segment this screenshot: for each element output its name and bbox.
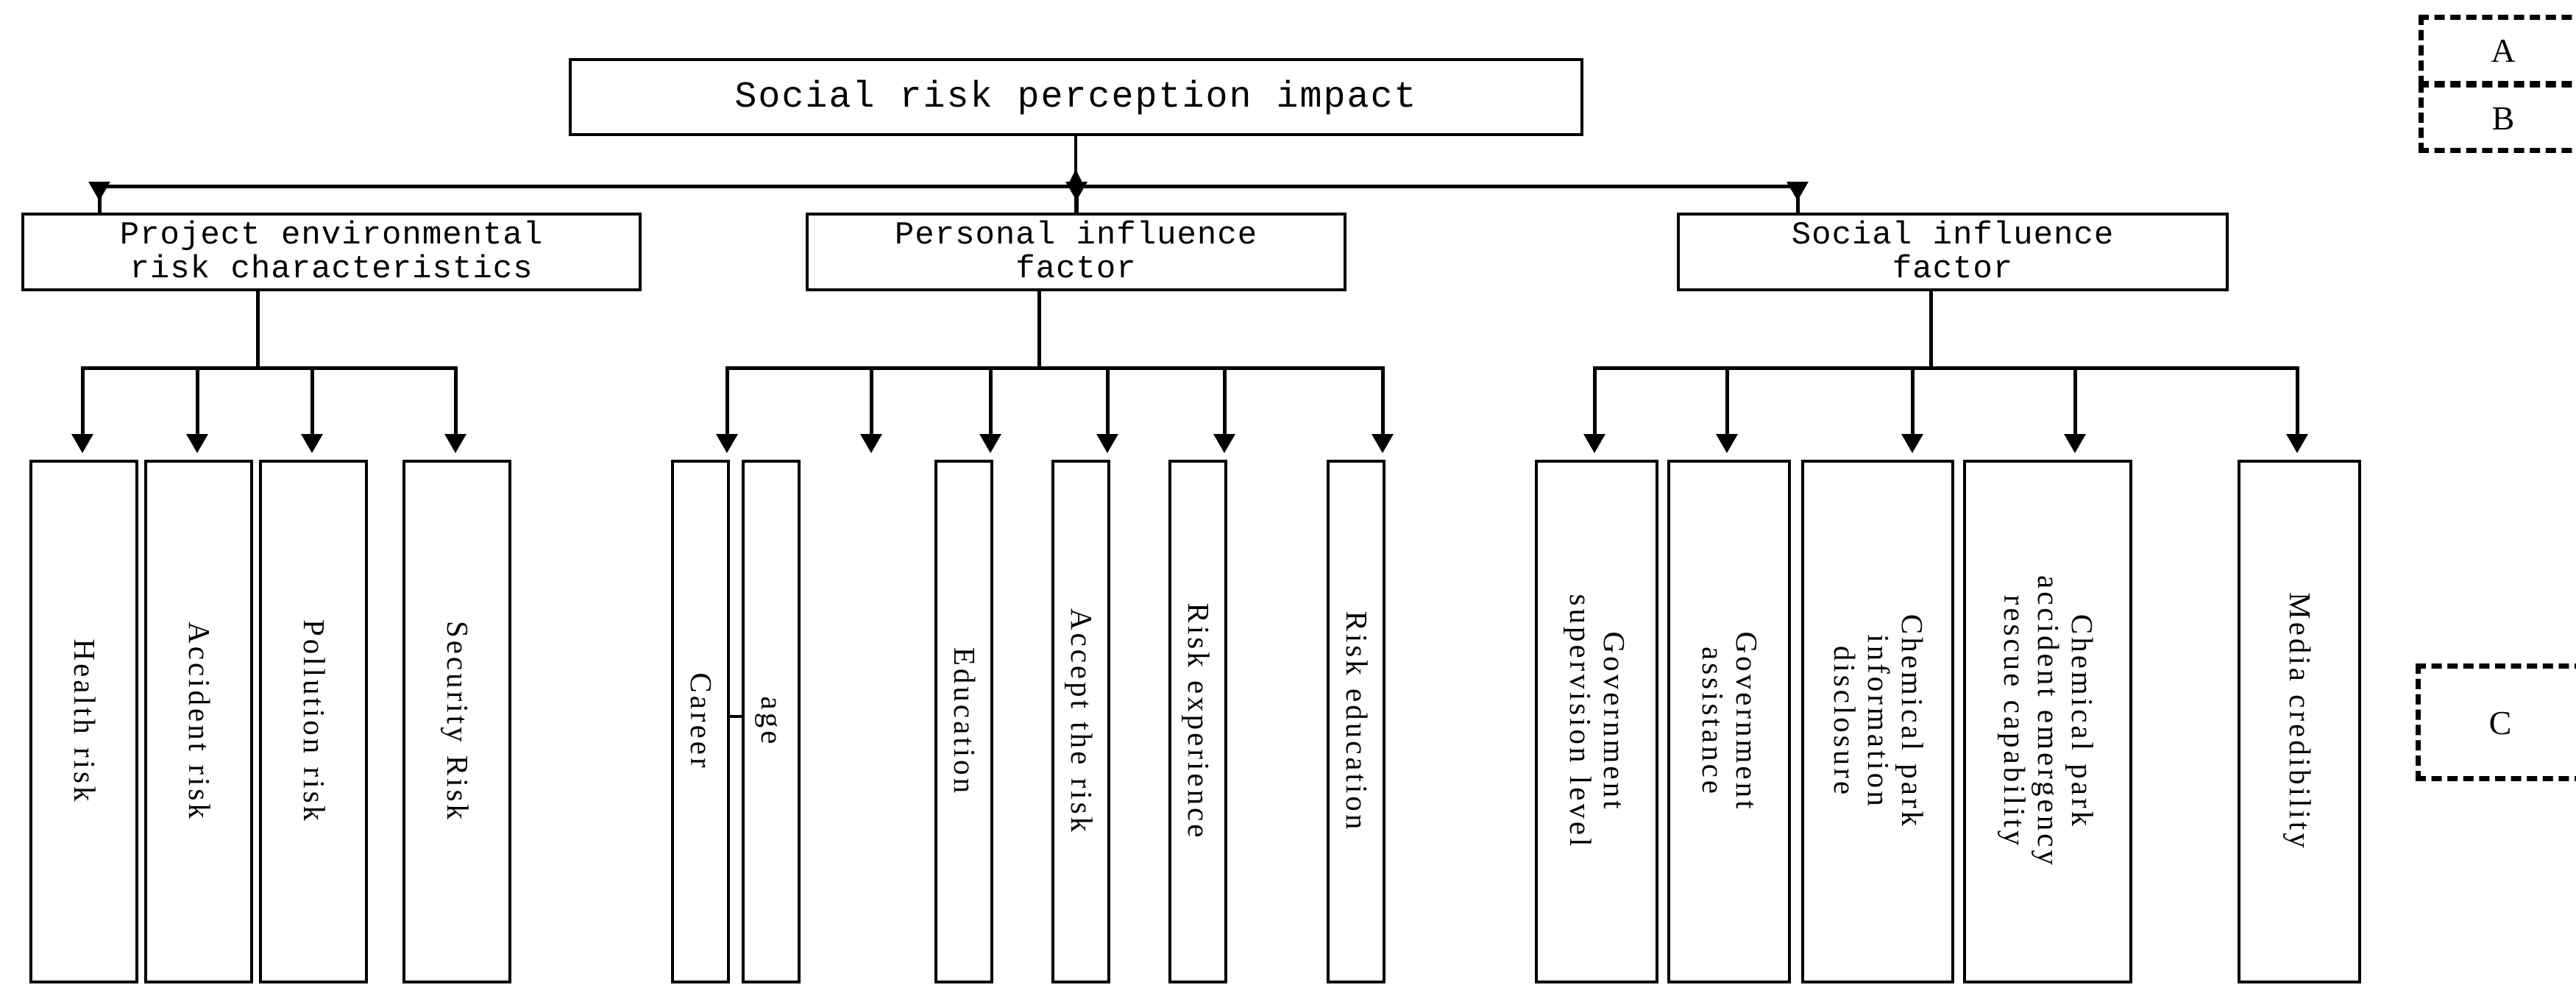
leaf-node-security-risk[interactable]: Security Risk: [402, 460, 511, 983]
leaf-node-chemical-park-information-disclosure[interactable]: Chemical park information disclosure: [1801, 460, 1954, 983]
arrow-group3-leaf-5: [2286, 434, 2308, 453]
connector-group1-drop-1: [81, 366, 85, 440]
leaf-label-health-risk: Health risk: [67, 638, 102, 805]
leaf-node-health-risk[interactable]: Health risk: [29, 460, 138, 983]
arrow-group3-leaf-1: [1583, 434, 1605, 453]
connector-group3-drop-3: [1911, 366, 1915, 440]
connector-trunk-to-level2-3: [1796, 185, 1800, 227]
connector-group3-drop-2: [1725, 366, 1729, 440]
leaf-node-media-credibility[interactable]: Media credibility: [2238, 460, 2361, 983]
leaf-label-government-supervision-level: Government supervision level: [1564, 594, 1631, 850]
leaf-label-chemical-park-accident-emergency-rescue-capability: Chemical park accident emergency rescue …: [1998, 575, 2099, 868]
level2-node-label-1: Project environmental risk characteristi…: [119, 216, 544, 288]
connector-group2-drop-2: [870, 366, 873, 440]
arrow-group2-leaf-1: [716, 434, 738, 453]
leaf-node-accept-the-risk[interactable]: Accept the risk: [1051, 460, 1110, 983]
arrow-group3-leaf-2: [1716, 434, 1738, 453]
leaf-label-media-credibility: Media credibility: [2282, 592, 2317, 851]
arrow-group1-leaf-4: [444, 434, 466, 453]
level2-node-label-3: Social influence factor: [1791, 216, 2115, 288]
arrow-group2-leaf-4: [1096, 434, 1118, 453]
leaf-node-government-assistance[interactable]: Government assistance: [1667, 460, 1791, 983]
leaf-node-accident-risk[interactable]: Accident risk: [144, 460, 253, 983]
arrow-group2-leaf-2: [860, 434, 882, 453]
arrow-to-level2-3: [1786, 182, 1809, 201]
arrow-group2-leaf-5: [1213, 434, 1235, 453]
arrow-group1-leaf-3: [301, 434, 323, 453]
legend-label-a: A: [2491, 32, 2516, 69]
arrow-group2-leaf-6: [1372, 434, 1394, 453]
legend-box-a[interactable]: A: [2419, 15, 2576, 86]
connector-group2-drop-3: [989, 366, 993, 440]
root-node-social-risk-perception-impact[interactable]: Social risk perception impact: [569, 58, 1583, 136]
leaf-label-government-assistance: Government assistance: [1696, 631, 1764, 812]
arrow-group2-leaf-3: [979, 434, 1001, 453]
leaf-node-chemical-park-accident-emergency-rescue-capability[interactable]: Chemical park accident emergency rescue …: [1963, 460, 2132, 983]
connector-career-age: [725, 715, 747, 718]
trunk-group-3: [1593, 366, 2299, 370]
trunk-group-2: [725, 366, 1384, 370]
connector-level2-3-stem: [1929, 291, 1933, 368]
leaf-node-education[interactable]: Education: [934, 460, 993, 983]
root-node-label: Social risk perception impact: [734, 76, 1418, 118]
connector-trunk-to-level2-2: [1075, 185, 1079, 227]
trunk-group-1: [81, 366, 455, 370]
connector-group2-drop-4: [1106, 366, 1110, 440]
legend-label-c: C: [2488, 703, 2512, 741]
trunk-level1: [98, 185, 1800, 188]
arrow-group1-leaf-1: [71, 434, 93, 453]
legend-box-b[interactable]: B: [2419, 82, 2576, 153]
leaf-node-risk-experience[interactable]: Risk experience: [1168, 460, 1227, 983]
leaf-label-accident-risk: Accident risk: [182, 622, 216, 822]
connector-group1-drop-4: [454, 366, 458, 440]
connector-group2-drop-1: [725, 366, 729, 440]
leaf-label-risk-education: Risk education: [1339, 611, 1374, 833]
connector-group1-drop-3: [311, 366, 314, 440]
leaf-label-pollution-risk: Pollution risk: [297, 619, 331, 825]
leaf-node-risk-education[interactable]: Risk education: [1327, 460, 1385, 983]
connector-group1-drop-2: [196, 366, 199, 440]
leaf-label-education: Education: [947, 647, 982, 797]
level2-node-personal-influence-factor[interactable]: Personal influence factor: [806, 213, 1346, 291]
leaf-node-age[interactable]: age: [742, 460, 801, 983]
level2-node-label-2: Personal influence factor: [894, 216, 1258, 288]
connector-group3-drop-4: [2073, 366, 2077, 440]
level2-node-project-environmental-risk-characteristics[interactable]: Project environmental risk characteristi…: [21, 213, 642, 291]
arrow-group3-leaf-3: [1901, 434, 1923, 453]
leaf-node-government-supervision-level[interactable]: Government supervision level: [1535, 460, 1658, 983]
connector-group3-drop-5: [2296, 366, 2299, 440]
arrow-group1-leaf-2: [186, 434, 208, 453]
connector-trunk-to-level2-1: [98, 185, 102, 227]
legend-box-c[interactable]: C: [2416, 663, 2576, 781]
connector-level2-1-stem: [256, 291, 260, 368]
leaf-label-career: Career: [684, 672, 718, 771]
arrow-group3-leaf-4: [2064, 434, 2086, 453]
connector-level2-2-stem: [1037, 291, 1041, 368]
connector-junction-arrowhead: [1068, 169, 1084, 185]
leaf-label-accept-the-risk: Accept the risk: [1064, 608, 1099, 836]
leaf-label-chemical-park-information-disclosure: Chemical park information disclosure: [1828, 613, 1929, 830]
leaf-label-security-risk: Security Risk: [440, 620, 475, 823]
level2-node-social-influence-factor[interactable]: Social influence factor: [1677, 213, 2229, 291]
arrow-to-level2-1: [88, 182, 110, 201]
leaf-label-age: age: [754, 696, 789, 747]
arrow-to-level2-2: [1065, 182, 1087, 201]
connector-group2-drop-6: [1381, 366, 1385, 440]
connector-group2-drop-5: [1223, 366, 1227, 440]
leaf-node-career[interactable]: Career: [671, 460, 730, 983]
legend-label-b: B: [2491, 99, 2515, 137]
leaf-node-pollution-risk[interactable]: Pollution risk: [259, 460, 368, 983]
leaf-label-risk-experience: Risk experience: [1181, 602, 1216, 841]
connector-group3-drop-1: [1593, 366, 1597, 440]
